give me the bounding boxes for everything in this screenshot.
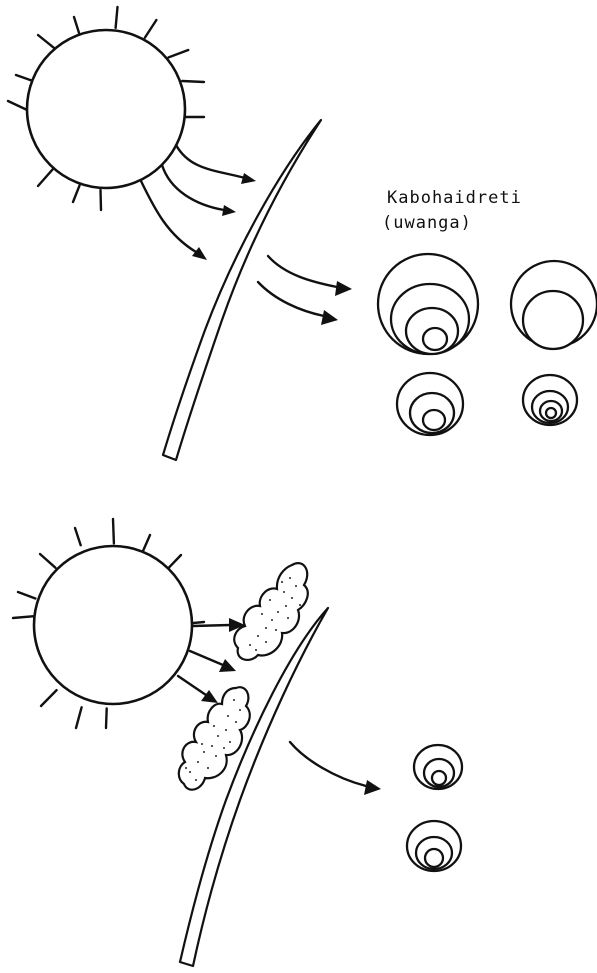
- starch-granule-large: [511, 261, 597, 349]
- starch-granule-small: [407, 821, 461, 871]
- carbohydrate-sublabel: (uwanga): [382, 212, 472, 234]
- starch-granule-large: [378, 254, 478, 354]
- starch-granules: [407, 745, 462, 871]
- output-arrows: [290, 742, 381, 795]
- sun-icon: [13, 519, 204, 728]
- leaf-blade: [180, 608, 328, 966]
- carbohydrate-label: Kabohaidreti: [387, 187, 522, 209]
- starch-granule-small: [414, 745, 462, 789]
- top-panel: [8, 7, 597, 460]
- leaf-blade: [163, 120, 321, 460]
- sun-icon: [8, 7, 204, 210]
- output-arrows: [258, 256, 352, 325]
- starch-granule-small: [523, 375, 577, 425]
- bottom-panel: [13, 519, 462, 966]
- dust-cloud: [234, 563, 308, 660]
- starch-granule-small: [397, 373, 463, 435]
- starch-granules: [378, 254, 597, 435]
